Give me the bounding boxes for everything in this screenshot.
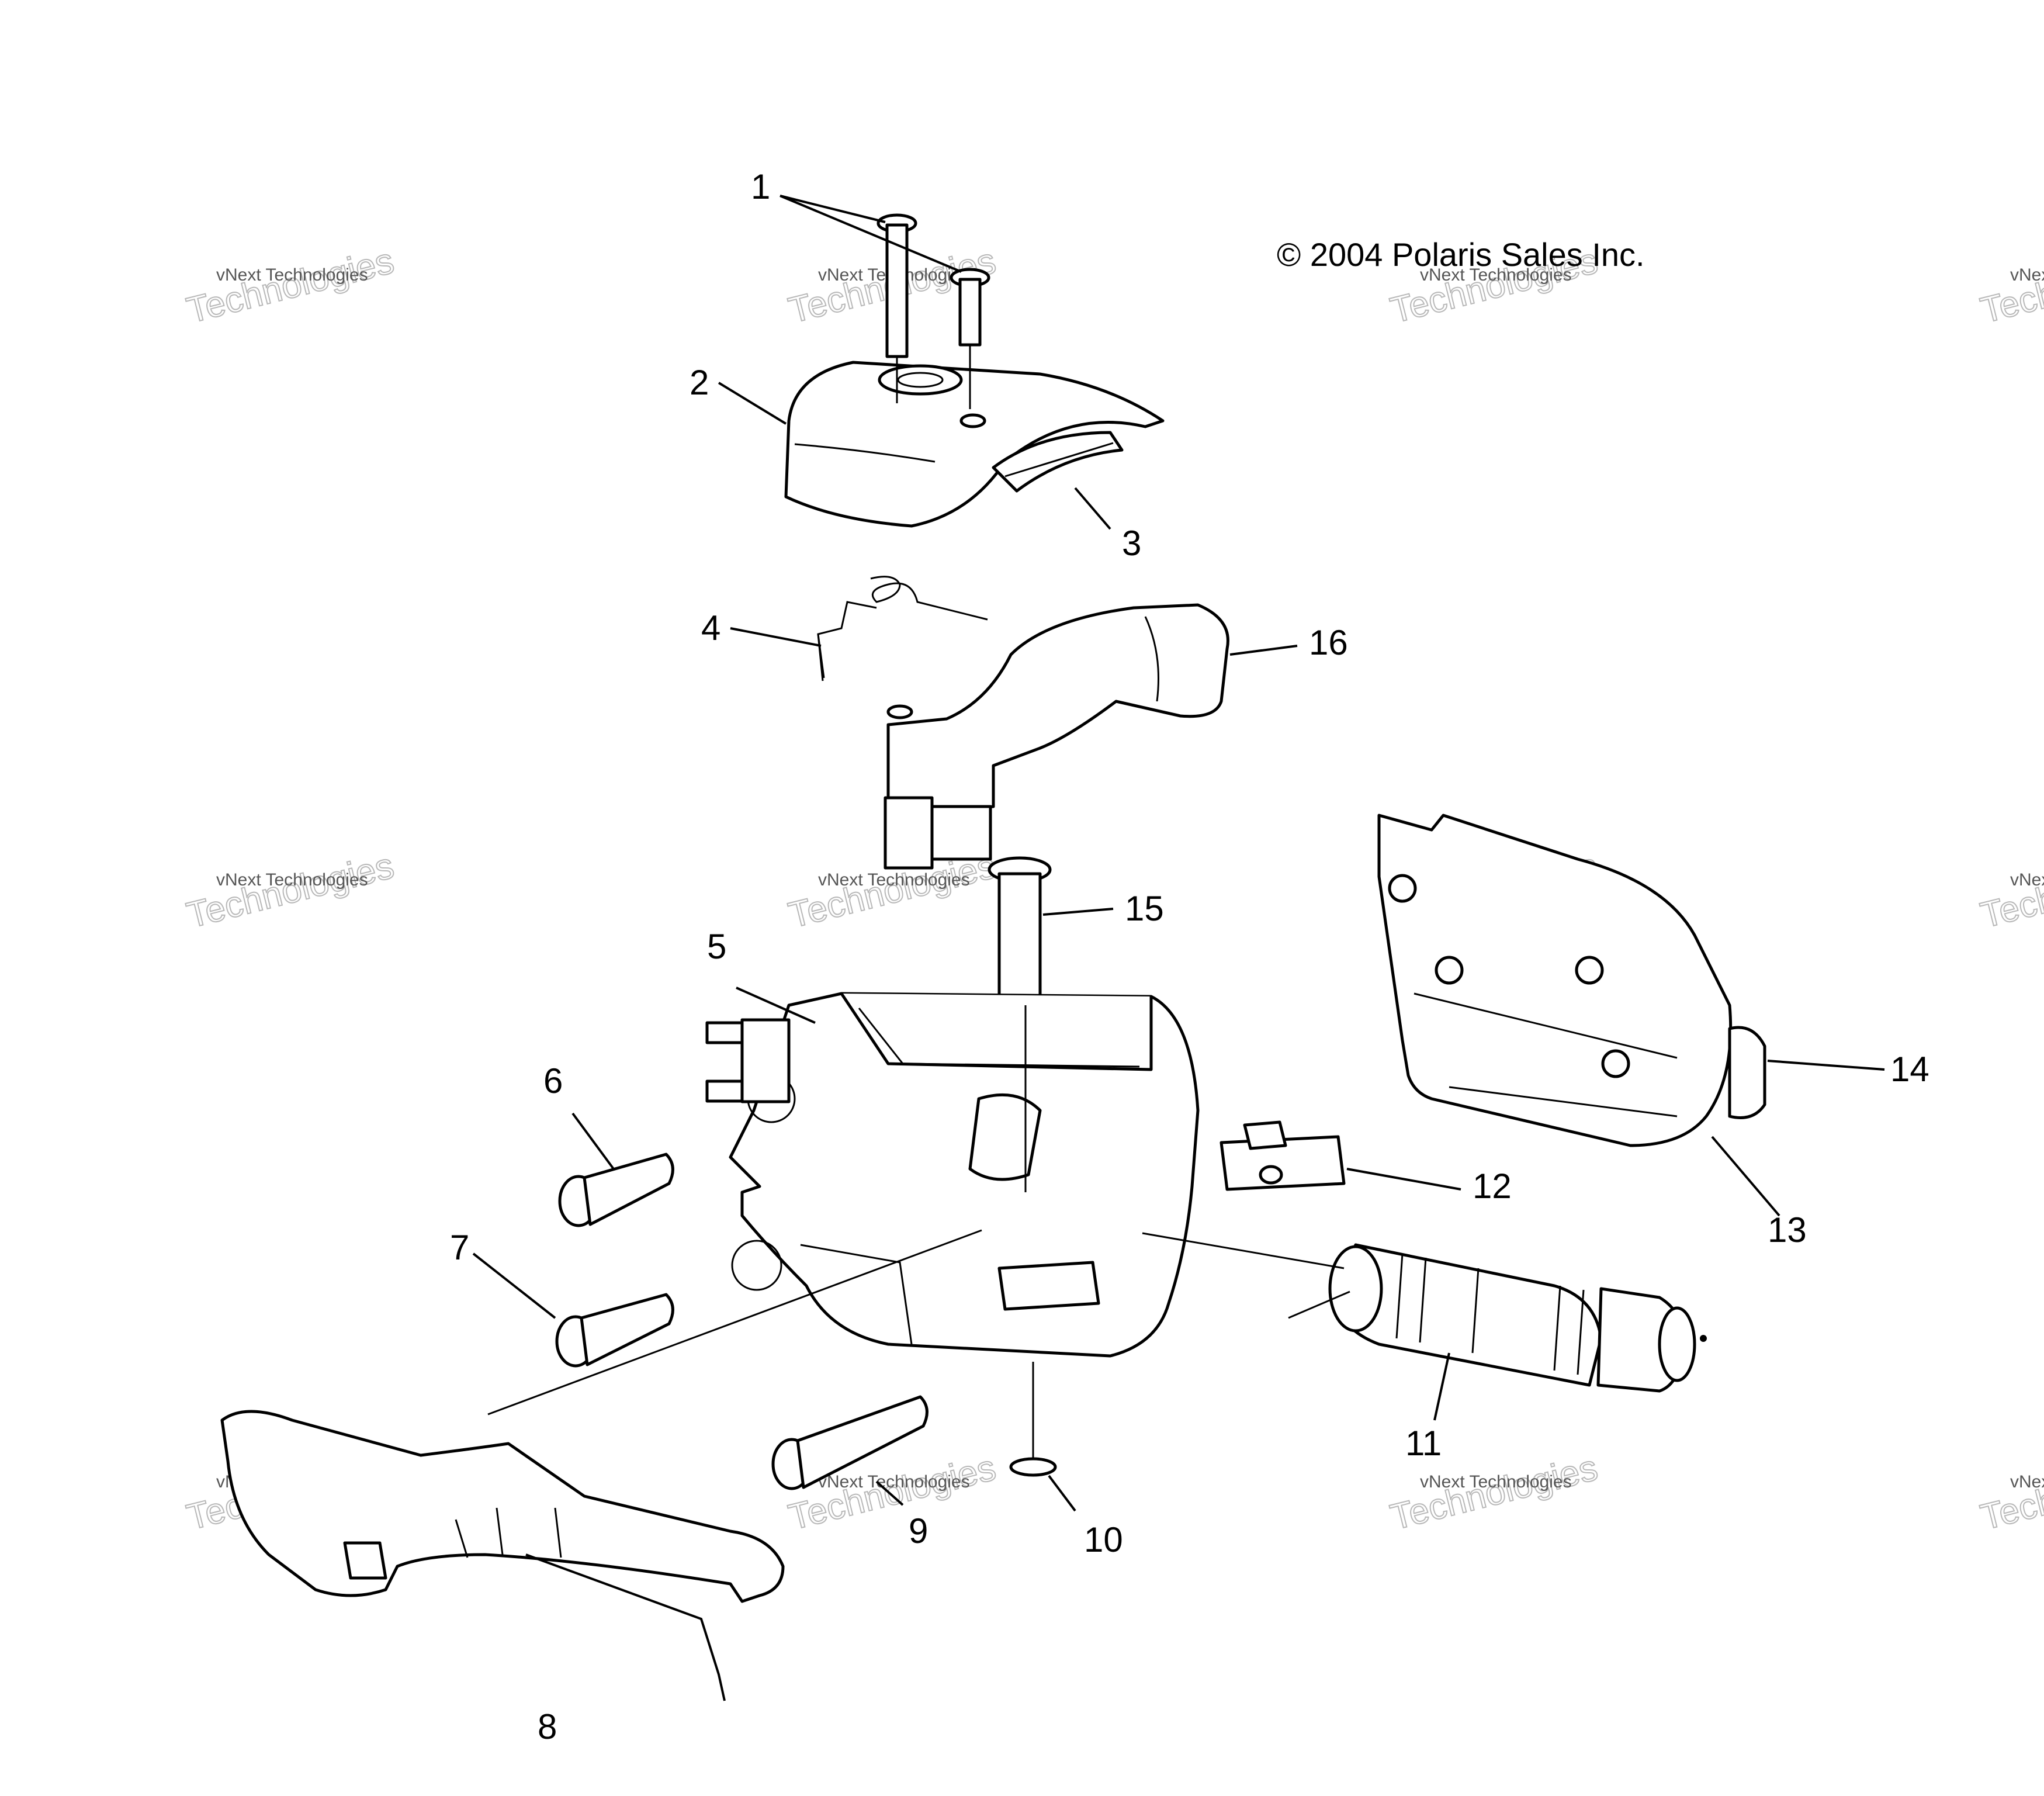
watermark-text: vNext Technologies	[216, 870, 368, 890]
part-label-12: 12	[1473, 1167, 1512, 1206]
watermark-outline-text: Technologies	[183, 846, 398, 936]
part-throttle-lever	[884, 603, 1229, 870]
watermark-text: vNext Technologies	[818, 870, 970, 890]
part-pin-9	[771, 1395, 929, 1490]
part-label-14: 14	[1890, 1050, 1929, 1089]
part-label-15: 15	[1125, 889, 1164, 928]
watermark-outline-text: Technologies	[1977, 1448, 2044, 1538]
part-label-11: 11	[1405, 1424, 1442, 1463]
watermark-text: vNext Technologies	[1420, 265, 1572, 285]
part-label-2: 2	[690, 363, 709, 402]
part-label-7: 7	[450, 1228, 469, 1267]
part-retaining-clip	[1009, 1457, 1057, 1477]
part-label-5: 5	[707, 927, 726, 966]
watermark-text: vNext Technologies	[818, 1472, 970, 1492]
part-label-16: 16	[1309, 623, 1348, 662]
part-label-13: 13	[1768, 1210, 1807, 1250]
part-pivot-pin	[988, 856, 1052, 1011]
part-top-cover	[784, 361, 1165, 528]
part-label-10: 10	[1084, 1520, 1123, 1559]
part-pin-7	[555, 1293, 674, 1368]
part-spring	[817, 576, 988, 681]
part-cover-pad	[992, 431, 1124, 493]
watermark-text: vNext Technologies	[216, 265, 368, 285]
part-housing-cover	[1377, 814, 1766, 1147]
part-main-housing	[705, 992, 1200, 1358]
watermark-text: vNext Technologies	[2010, 870, 2044, 890]
part-switch	[1220, 1120, 1346, 1191]
part-brake-lever	[220, 1410, 785, 1603]
watermark-outline-text: Technologies	[1977, 241, 2044, 331]
part-throttle-shaft	[1328, 1243, 1707, 1393]
part-screws	[877, 213, 990, 358]
part-labels: 1 2 3 4 5 6 7 8 9 10 11 12 13 14 15 16	[450, 167, 1929, 1746]
part-label-6: 6	[543, 1061, 563, 1101]
part-label-3: 3	[1122, 524, 1141, 563]
part-label-9: 9	[909, 1511, 928, 1551]
watermark-outline-text: Technologies	[183, 241, 398, 331]
part-pin-6	[558, 1153, 674, 1227]
leader-lines	[472, 195, 1885, 1701]
copyright-notice: © 2004 Polaris Sales Inc.	[1277, 236, 1645, 273]
watermark-text: vNext Technologies	[1420, 1472, 1572, 1492]
watermark-text: vNext Technologies	[2010, 1472, 2044, 1492]
axis-lines	[487, 345, 1350, 1458]
watermark-outline-text: Technologies	[1977, 846, 2044, 936]
part-label-4: 4	[701, 608, 720, 648]
part-label-8: 8	[538, 1707, 557, 1746]
watermark-text: vNext Technologies	[2010, 265, 2044, 285]
part-label-1: 1	[751, 167, 770, 206]
